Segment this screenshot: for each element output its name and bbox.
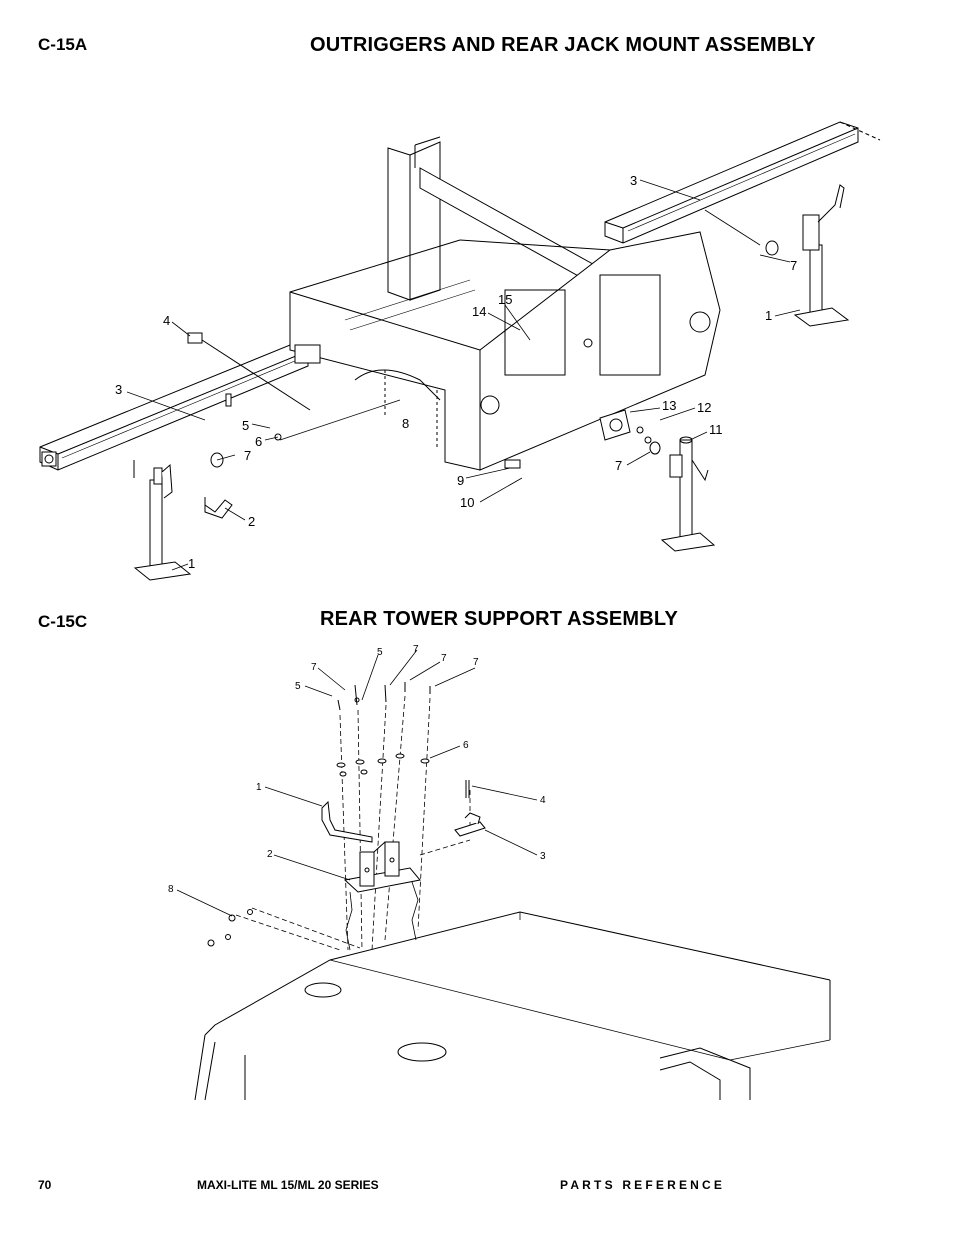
section-title-outriggers: OUTRIGGERS AND REAR JACK MOUNT ASSEMBLY [310, 34, 816, 56]
callout-7-lower: 7 [615, 458, 622, 473]
left-outrigger-beam [39, 344, 309, 471]
callout-1-right: 1 [765, 308, 772, 323]
callout-c-2: 2 [267, 849, 273, 860]
callout-c-7-d: 7 [473, 657, 479, 668]
page-number: 70 [38, 1178, 52, 1192]
bolts [337, 682, 431, 711]
callout-3-right: 3 [630, 173, 637, 188]
washers [336, 753, 430, 777]
callout-14: 14 [472, 304, 486, 319]
footer-section: PARTS REFERENCE [560, 1178, 726, 1192]
callout-c-8: 8 [168, 884, 174, 895]
callout-8: 8 [402, 416, 409, 431]
callout-7-right: 7 [790, 258, 797, 273]
callout-3-left: 3 [115, 382, 122, 397]
outriggers-exploded-diagram: 3 7 1 15 14 4 3 5 6 7 8 13 12 11 9 7 10 … [39, 121, 881, 581]
callout-c-5-top: 5 [377, 647, 383, 658]
jack-right-rear [793, 184, 850, 327]
callout-c-4: 4 [540, 795, 546, 806]
rear-tower-support-diagram: 5 7 7 7 7 5 6 1 4 2 3 8 [168, 644, 831, 1101]
drop-lines [235, 695, 471, 951]
part-3-pin [454, 812, 486, 837]
callout-c-1: 1 [256, 782, 262, 793]
jack-mount-plate [599, 409, 631, 441]
small-parts [187, 240, 779, 519]
callout-c-7-c: 7 [441, 653, 447, 664]
callout-5: 5 [242, 418, 249, 433]
callout-15: 15 [498, 292, 512, 307]
frame-body [289, 231, 721, 471]
leader-lines [126, 179, 801, 571]
callout-c-3: 3 [540, 851, 546, 862]
callout-12: 12 [697, 400, 711, 415]
roof-panel [194, 911, 831, 1101]
callout-10: 10 [460, 495, 474, 510]
leader-lines-c [176, 649, 538, 917]
callout-6: 6 [255, 434, 262, 449]
part-1-bracket [321, 800, 373, 843]
callout-1-left: 1 [188, 556, 195, 571]
callout-7-left: 7 [244, 448, 251, 463]
callout-11: 11 [709, 422, 723, 437]
part-8-nuts [207, 909, 253, 947]
part-4-pin [465, 780, 470, 798]
callout-c-6: 6 [463, 740, 469, 751]
section-code-c15a: C-15A [38, 35, 88, 54]
jack-right-front [660, 436, 716, 552]
callout-9: 9 [457, 473, 464, 488]
footer-series: MAXI-LITE ML 15/ML 20 SERIES [197, 1178, 379, 1192]
right-outrigger-beam [604, 121, 881, 244]
callout-4: 4 [163, 313, 170, 328]
callout-c-7-b: 7 [311, 662, 317, 673]
section-title-rear-tower: REAR TOWER SUPPORT ASSEMBLY [320, 608, 679, 630]
callout-c-5: 5 [295, 681, 301, 692]
callout-13: 13 [662, 398, 676, 413]
tower-upright [387, 136, 601, 301]
callout-c-7-a: 7 [413, 644, 419, 655]
callout-2: 2 [248, 514, 255, 529]
part-2-mount [343, 841, 421, 893]
section-code-c15c: C-15C [38, 612, 88, 631]
break-lines [345, 881, 419, 951]
jack-left [133, 460, 192, 581]
